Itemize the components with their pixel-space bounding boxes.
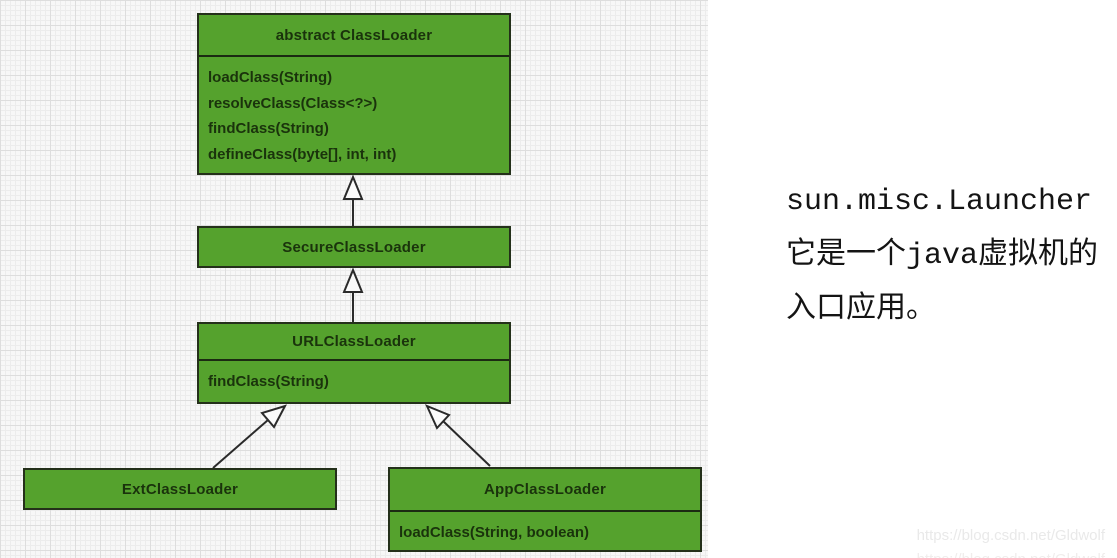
class-box-app-classloader: AppClassLoader loadClass(String, boolean… (388, 467, 702, 552)
class-title: abstract ClassLoader (199, 15, 509, 57)
watermark-url-clipped: https://blog.csdn.net/Gldwolf (917, 551, 1105, 558)
class-box-secure-classloader: SecureClassLoader (197, 226, 511, 268)
method-item: findClass(String) (208, 120, 329, 137)
method-item: defineClass(byte[], int, int) (208, 145, 397, 163)
class-title: ExtClassLoader (121, 480, 239, 498)
watermark-url: https://blog.csdn.net/Gldwolf (916, 527, 1105, 544)
side-note-line: sun.misc.Launcher (786, 185, 1093, 219)
method-item: resolveClass(Class<?>) (208, 94, 378, 112)
class-method-list: loadClass(String) resolveClass(Class<?>)… (199, 57, 509, 167)
class-method-list: findClass(String) (199, 361, 509, 395)
class-box-abstract-classloader: abstract ClassLoader loadClass(String) r… (197, 13, 511, 175)
method-item: loadClass(String) (208, 69, 333, 86)
class-title: URLClassLoader (199, 324, 509, 361)
class-box-url-classloader: URLClassLoader findClass(String) (197, 322, 511, 404)
method-item: loadClass(String, boolean) (399, 524, 590, 541)
class-title: SecureClassLoader (282, 238, 426, 256)
class-title: AppClassLoader (390, 469, 700, 512)
side-note-line: 入口应用。 (786, 293, 936, 327)
class-method-list: loadClass(String, boolean) (390, 512, 700, 546)
side-note: sun.misc.Launcher 它是一个java虚拟机的 入口应用。 (786, 186, 1098, 348)
side-note-line: 它是一个java虚拟机的 (786, 239, 1099, 273)
class-box-ext-classloader: ExtClassLoader (23, 468, 337, 510)
method-item: findClass(String) (208, 373, 329, 390)
